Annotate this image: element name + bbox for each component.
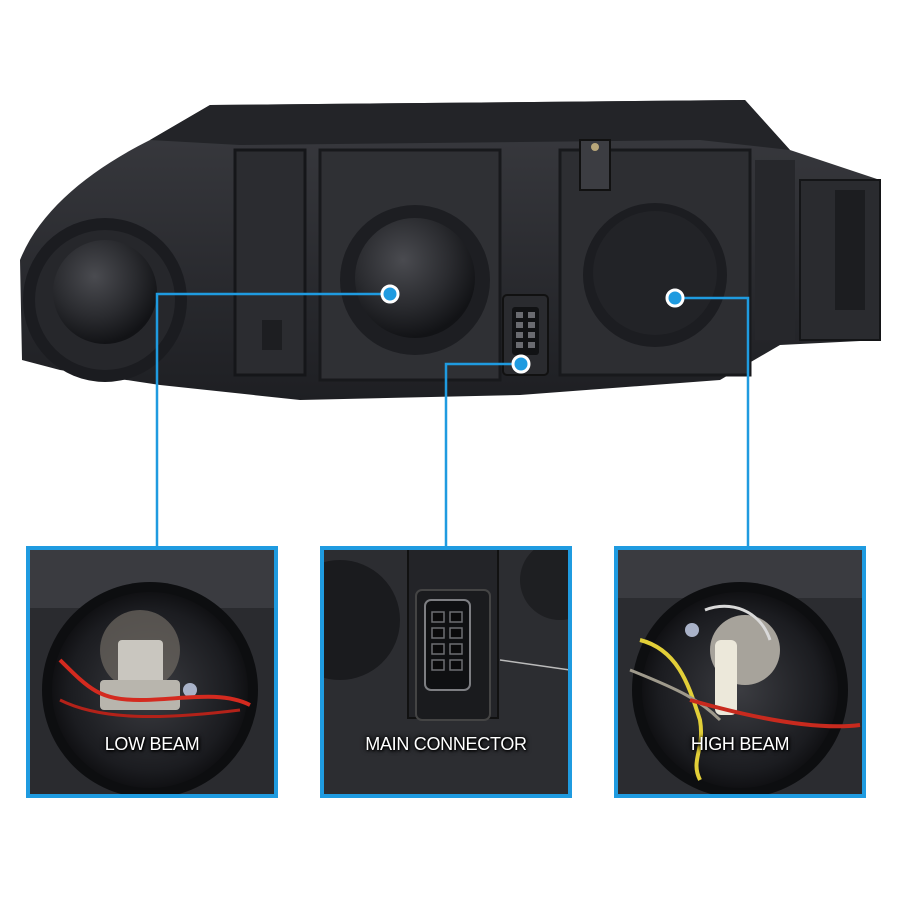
inset-high-beam — [614, 546, 866, 798]
callout-dots — [380, 284, 685, 374]
low-beam-cap — [23, 218, 187, 382]
inset-low-beam — [26, 546, 278, 798]
housing-connector — [502, 294, 549, 376]
inset-main-connector — [320, 546, 572, 798]
center-cap — [340, 205, 490, 355]
high-beam-cap — [583, 203, 727, 347]
callout-lines — [155, 292, 750, 548]
